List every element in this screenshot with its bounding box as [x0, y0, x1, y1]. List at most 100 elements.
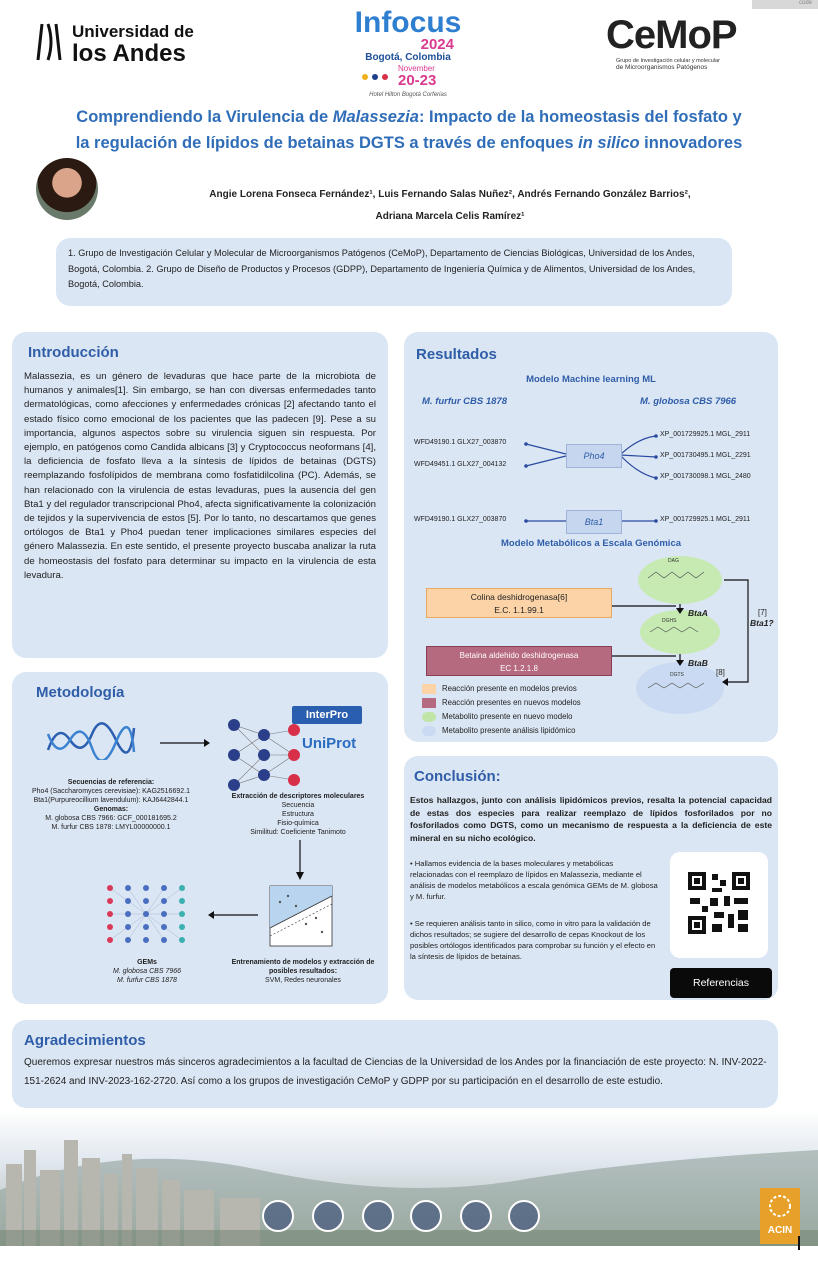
legend: Reacción presente en modelos previos Rea… — [422, 682, 581, 738]
seq-line3: Genomas: — [93, 806, 129, 813]
enzyme-choline: Colina deshidrogenasa[6] E.C. 1.1.99.1 — [426, 588, 612, 618]
dghs-metabolite — [640, 610, 720, 654]
ack-heading: Agradecimientos — [24, 1032, 146, 1049]
ref7-label: [7] — [758, 608, 767, 617]
legend-swatch-maroon — [422, 697, 436, 708]
pho4-node: Pho4 — [566, 444, 622, 468]
ml-lines — [524, 434, 658, 523]
conclusion-heading: Conclusión: — [414, 768, 501, 785]
interpro-badge: InterPro — [292, 706, 362, 724]
infocus-place: Bogotá, Colombia — [365, 52, 451, 63]
cemop-sub2: de Microorganismos Patógenos — [616, 64, 708, 71]
conclusion-bullet-2: • Se requieren análisis tanto in silico,… — [410, 919, 656, 961]
down-arrow-icon — [296, 840, 304, 880]
title-line2-a: la regulación de lípidos de betainas DGT… — [75, 134, 579, 152]
desc-line3: Fisio-química — [277, 820, 319, 827]
legend-item-2: Reacción presentes en nuevos modelos — [422, 696, 581, 710]
m-dgts: DGTS — [670, 672, 684, 678]
methods-heading: Metodología — [36, 684, 125, 701]
pho4-label: Pho4 — [583, 451, 605, 461]
bta1-node: Bta1 — [566, 510, 622, 534]
ack-panel: Agradecimientos Queremos expresar nuestr… — [12, 1020, 778, 1108]
acin-logo: ACIN — [760, 1188, 800, 1244]
affiliations-text: 1. Grupo de Investigación Celular y Mole… — [68, 248, 696, 289]
col-right-title: M. globosa CBS 7966 — [640, 396, 737, 407]
results-panel: Resultados Modelo Machine learning ML M.… — [404, 332, 778, 742]
legend-text-2: Reacción presentes en nuevos modelos — [442, 698, 581, 707]
pathway-diagram — [612, 556, 749, 714]
dag-metabolite — [638, 556, 722, 604]
uniandes-line2: los Andes — [72, 40, 186, 67]
legend-text-4: Metabolito presente análisis lipidómico — [442, 726, 576, 735]
conclusion-panel: Conclusión: Estos hallazgos, junto con a… — [404, 756, 778, 1000]
legend-text-3: Metabolito presente en nuevo modelo — [442, 712, 573, 721]
left-gene-2: WFD49451.1 GLX27_004132 — [414, 461, 507, 468]
title-line2-c: innovadores — [639, 134, 743, 152]
ml-title: Modelo Machine learning ML — [526, 374, 656, 385]
uniprot-badge: UniProt — [302, 732, 372, 756]
title-line1-a: Comprendiendo la Virulencia de — [76, 108, 333, 126]
seq-line1: Pho4 (Saccharomyces cerevisiae): KAG2516… — [32, 788, 190, 795]
m-dghs: DGHS — [662, 618, 677, 624]
authors: Angie Lorena Fonseca Fernández¹, Luis Fe… — [100, 184, 800, 228]
right-gene-2: XP_001730495.1 MGL_2291 — [660, 452, 751, 459]
desc-line1: Secuencia — [281, 802, 315, 809]
sequences-block: Secuencias de referencia: Pho4 (Saccharo… — [16, 778, 206, 832]
intro-panel: Introducción Malassezia, es un género de… — [12, 332, 388, 658]
seq-title: Secuencias de referencia: — [67, 779, 155, 786]
train-title: Entrenamiento de modelos y extracción de… — [231, 959, 375, 975]
conclusion-bullet-1: • Hallamos evidencia de la bases molecul… — [410, 859, 658, 901]
cemop-logo: CeMoP Grupo de Investigación celular y m… — [606, 12, 796, 82]
conclusion-bold: Estos hallazgos, junto con análisis lipi… — [410, 795, 772, 843]
bta1q-label: Bta1? — [750, 618, 774, 628]
neural-network-icon — [228, 719, 300, 791]
cemop-sub1: Grupo de Investigación celular y molecul… — [616, 58, 720, 64]
enzyme1-ec: E.C. 1.1.99.1 — [494, 605, 544, 615]
references-button[interactable]: Referencias — [670, 968, 772, 998]
btaB-label: BtaB — [688, 658, 708, 668]
gems-title: GEMs — [137, 959, 157, 966]
title-line1-c: : Impacto de la homeostasis del fosfato … — [418, 108, 742, 126]
left-arrow-icon — [208, 911, 258, 919]
enzyme1-name: Colina deshidrogenasa[6] — [470, 592, 568, 602]
legend-swatch-blue — [422, 725, 436, 736]
seq-line4: M. globosa CBS 7966: GCF_000181695.2 — [45, 815, 177, 822]
col-left-title: M. furfur CBS 1878 — [422, 396, 507, 407]
acin-label: ACIN — [767, 1225, 793, 1236]
legend-text-1: Reacción presente en modelos previos — [442, 684, 577, 693]
desc-title: Extracción de descriptores moleculares — [231, 793, 365, 800]
enzyme2-name: Betaina aldehido deshidrogenasa — [459, 651, 579, 660]
left-gene-3: WFD49190.1 GLX27_003870 — [414, 516, 507, 523]
microbe-icon — [460, 1200, 492, 1232]
footer-rule — [798, 1236, 800, 1250]
infocus-venue: Hotel Hilton Bogotá Corferias — [369, 92, 447, 98]
dna-arrow-icon — [160, 739, 210, 747]
dot-yellow-icon — [362, 74, 368, 80]
fungus-icon — [410, 1200, 442, 1232]
intro-text: Malassezia, es un género de levaduras qu… — [24, 371, 376, 581]
virus-icon — [508, 1200, 540, 1232]
legend-item-4: Metabolito presente análisis lipidómico — [422, 724, 581, 738]
enzyme-betaine: Betaina aldehido deshidrogenasa EC 1.2.1… — [426, 646, 612, 676]
ref8-label: [8] — [716, 668, 725, 677]
uniprot-label: UniProt — [302, 735, 357, 752]
uniandes-emblem-icon — [36, 23, 62, 61]
gems-network-icon — [107, 885, 185, 943]
authors-line1: Angie Lorena Fonseca Fernández¹, Luis Fe… — [209, 189, 691, 200]
author-photo — [36, 158, 98, 220]
corner-tag: code — [752, 0, 818, 9]
gem-title: Modelo Metabólicos a Escala Genómica — [500, 538, 682, 549]
infocus-logo: Infocus 2024 Bogotá, Colombia November 2… — [348, 8, 468, 100]
legend-item-1: Reacción presente en modelos previos — [422, 682, 581, 696]
legend-item-3: Metabolito presente en nuevo modelo — [422, 710, 581, 724]
right-gene-4: XP_001729925.1 MGL_2911 — [660, 516, 751, 523]
bta1-label: Bta1 — [584, 517, 604, 527]
left-gene-1: WFD49190.1 GLX27_003870 — [414, 439, 507, 446]
infocus-year: 2024 — [420, 36, 454, 53]
right-gene-1: XP_001729925.1 MGL_2911 — [660, 431, 751, 438]
dot-red-icon — [382, 74, 388, 80]
intro-heading: Introducción — [28, 344, 119, 361]
qr-code[interactable] — [670, 852, 768, 958]
molecule-icon — [362, 1200, 394, 1232]
enzyme2-ec: EC 1.2.1.8 — [500, 664, 538, 673]
